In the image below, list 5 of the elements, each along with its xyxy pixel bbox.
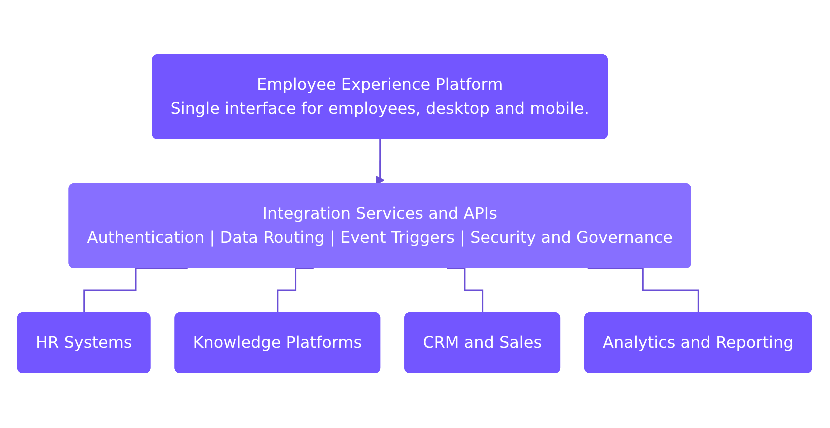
connector — [277, 268, 314, 314]
connector — [84, 268, 188, 314]
arrow — [376, 138, 386, 185]
connector — [447, 268, 484, 314]
connector — [588, 268, 700, 314]
